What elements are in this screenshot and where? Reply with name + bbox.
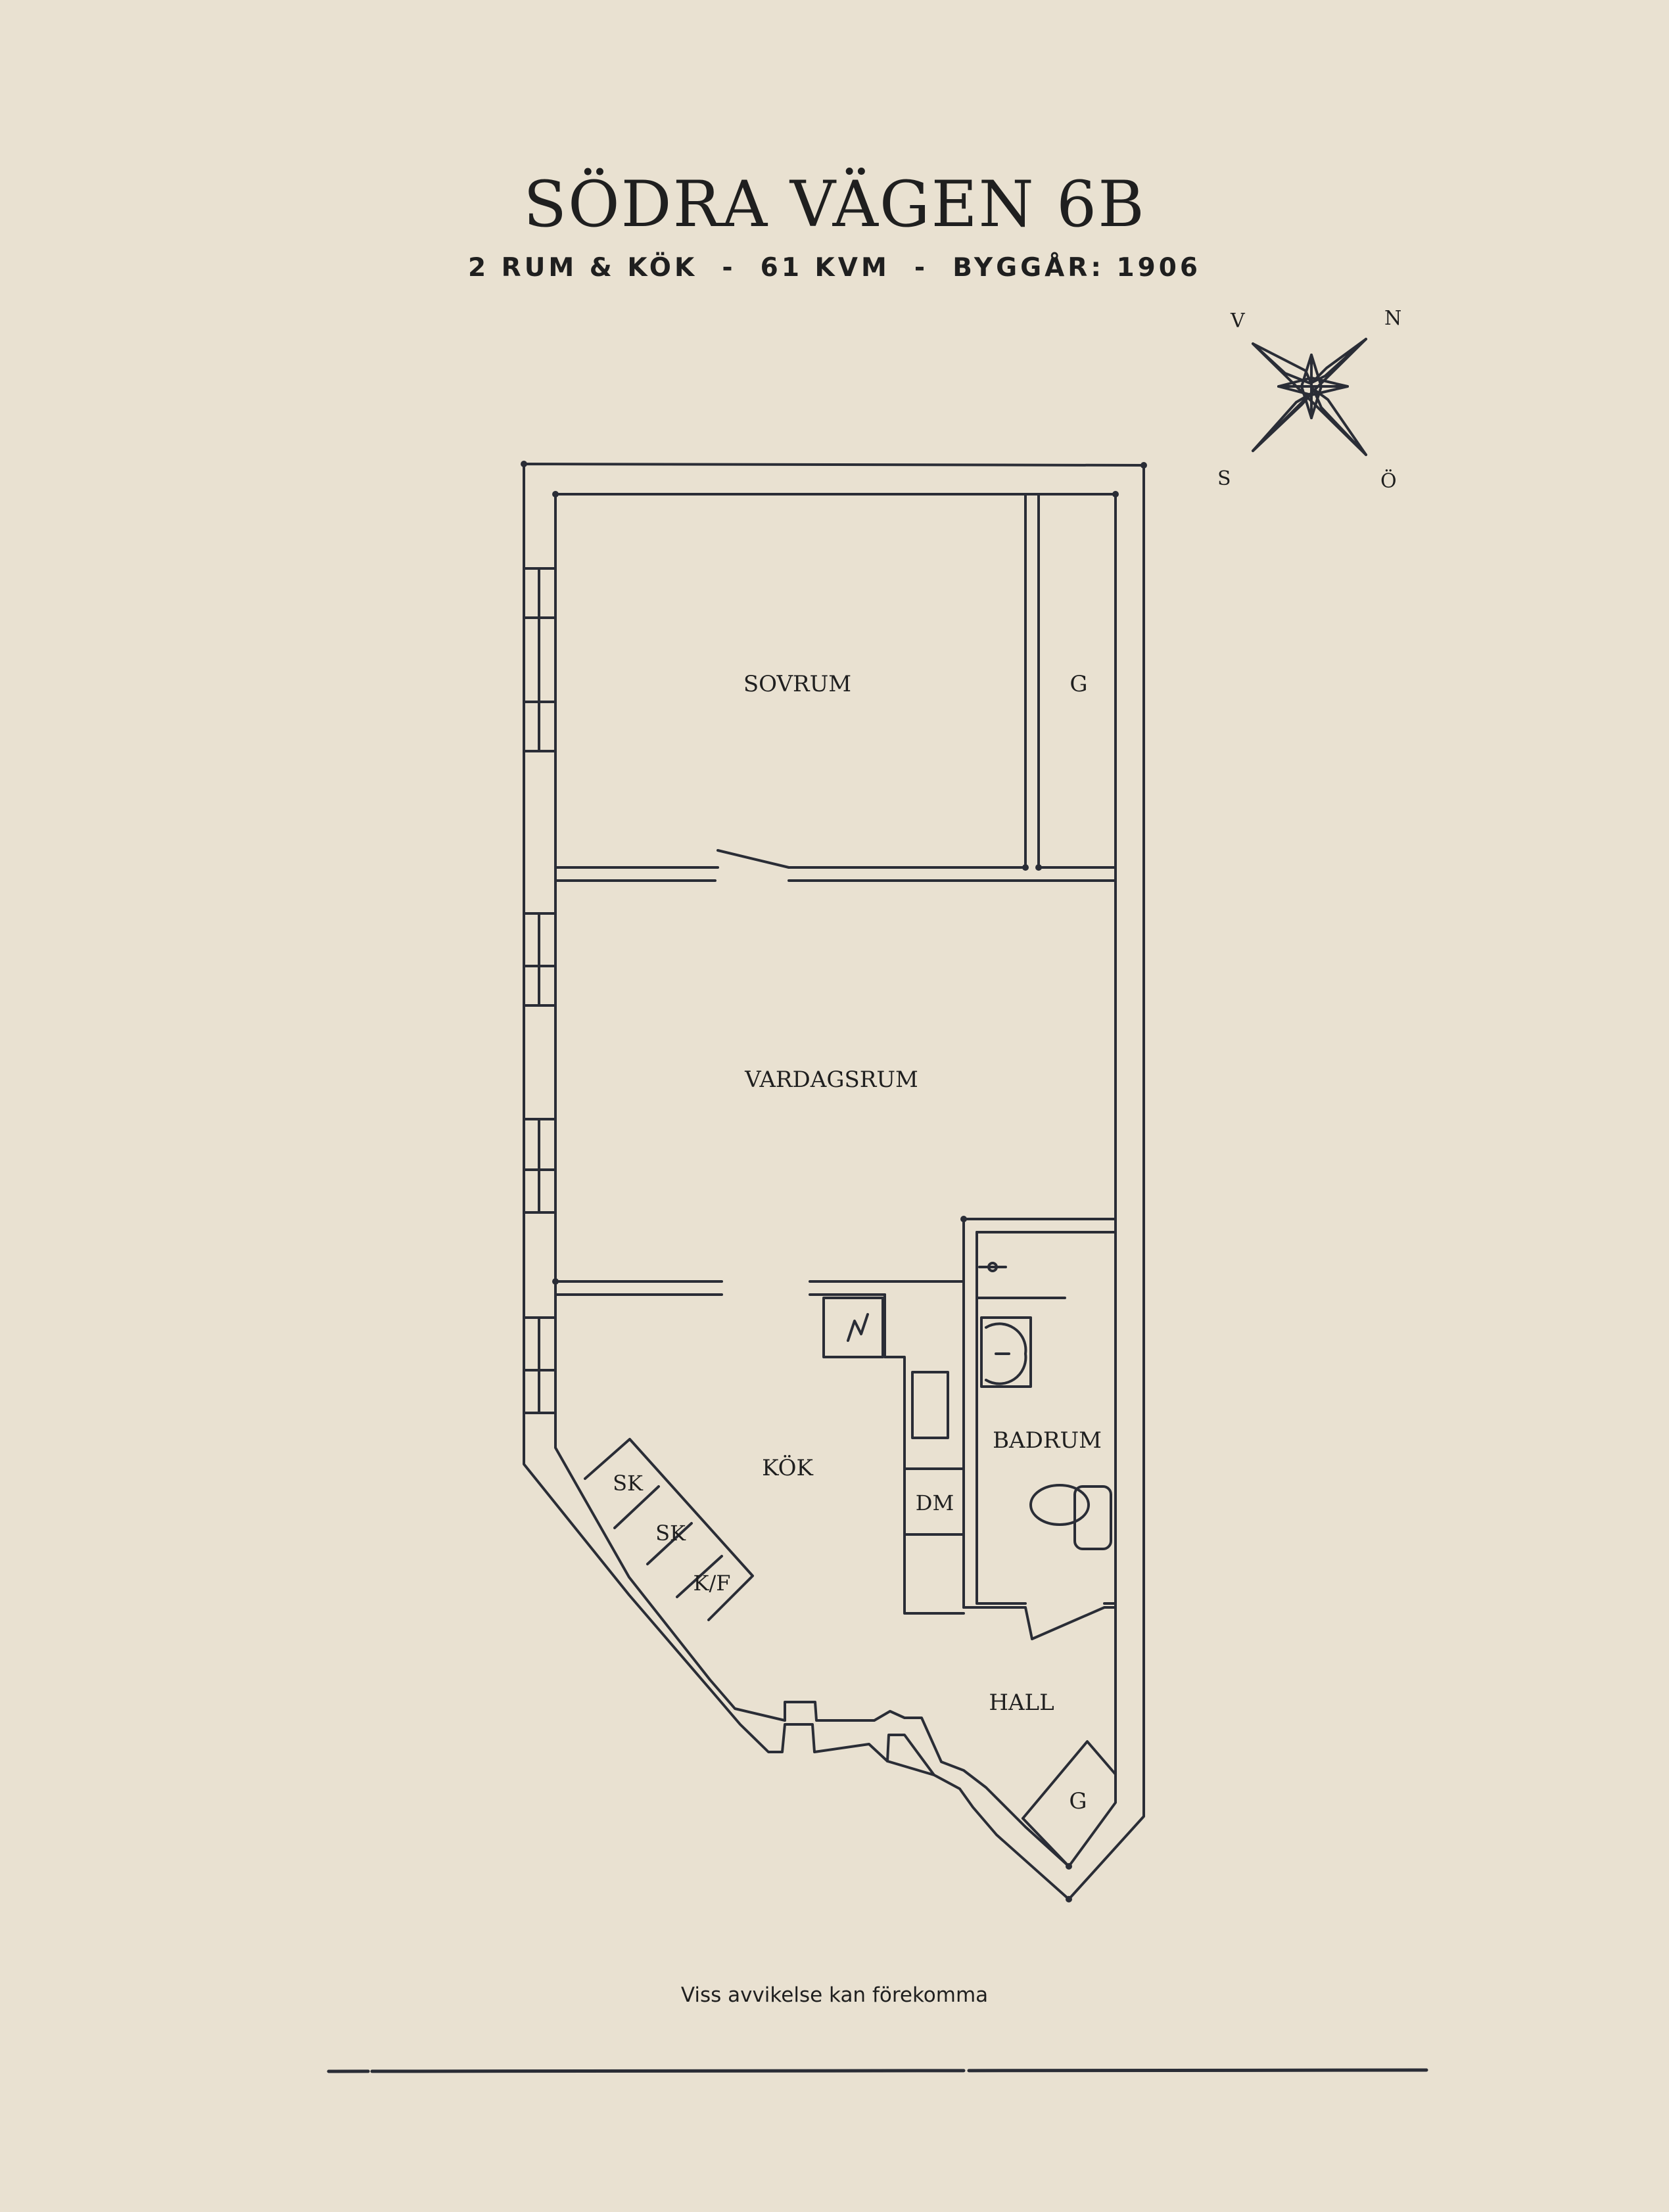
property-summary: 2 RUM & KÖK - 61 KVM - BYGGÅR: 1906 [467, 253, 1202, 283]
room-label-garderob-hall: G [1069, 1788, 1087, 1814]
room-label-badrum: BADRUM [993, 1427, 1102, 1454]
sink-icon [980, 1316, 1032, 1388]
appliance-label-sk2: SK [655, 1521, 686, 1546]
toilet-icon [1029, 1484, 1112, 1550]
compass-rose-icon [1252, 338, 1367, 456]
page-title: SÖDRA VÄGEN 6B [523, 168, 1146, 241]
compass-north-label: N [1384, 307, 1401, 330]
disclaimer-text: Viss avvikelse kan förekomma [680, 1983, 989, 2007]
room-label-kok: KÖK [762, 1454, 813, 1481]
appliance-label-sk1: SK [613, 1471, 644, 1496]
window-left-bottom [523, 1316, 557, 1414]
compass-east-label: Ö [1380, 469, 1397, 493]
appliance-label-dm: DM [916, 1490, 954, 1515]
compass-south-label: S [1217, 467, 1231, 490]
outer-wall [523, 463, 1145, 1901]
entry-door [886, 1760, 935, 1776]
window-left-top [523, 567, 557, 752]
inner-wall-line [554, 493, 1117, 1868]
room-label-vardagsrum: VARDAGSRUM [744, 1067, 918, 1093]
radiator-icon [978, 1262, 1007, 1272]
room-label-hall: HALL [989, 1690, 1054, 1716]
room-label-sovrum: SOVRUM [743, 671, 851, 697]
compass-west-label: V [1230, 310, 1246, 333]
stove [911, 1371, 949, 1439]
appliance-label-kf: K/F [693, 1571, 731, 1596]
bedroom-door [717, 849, 790, 869]
footer-divider [327, 2068, 1428, 2073]
room-label-garderob-top: G [1070, 671, 1087, 697]
kitchen-units [584, 1438, 754, 1621]
window-left-mid [523, 912, 557, 1214]
